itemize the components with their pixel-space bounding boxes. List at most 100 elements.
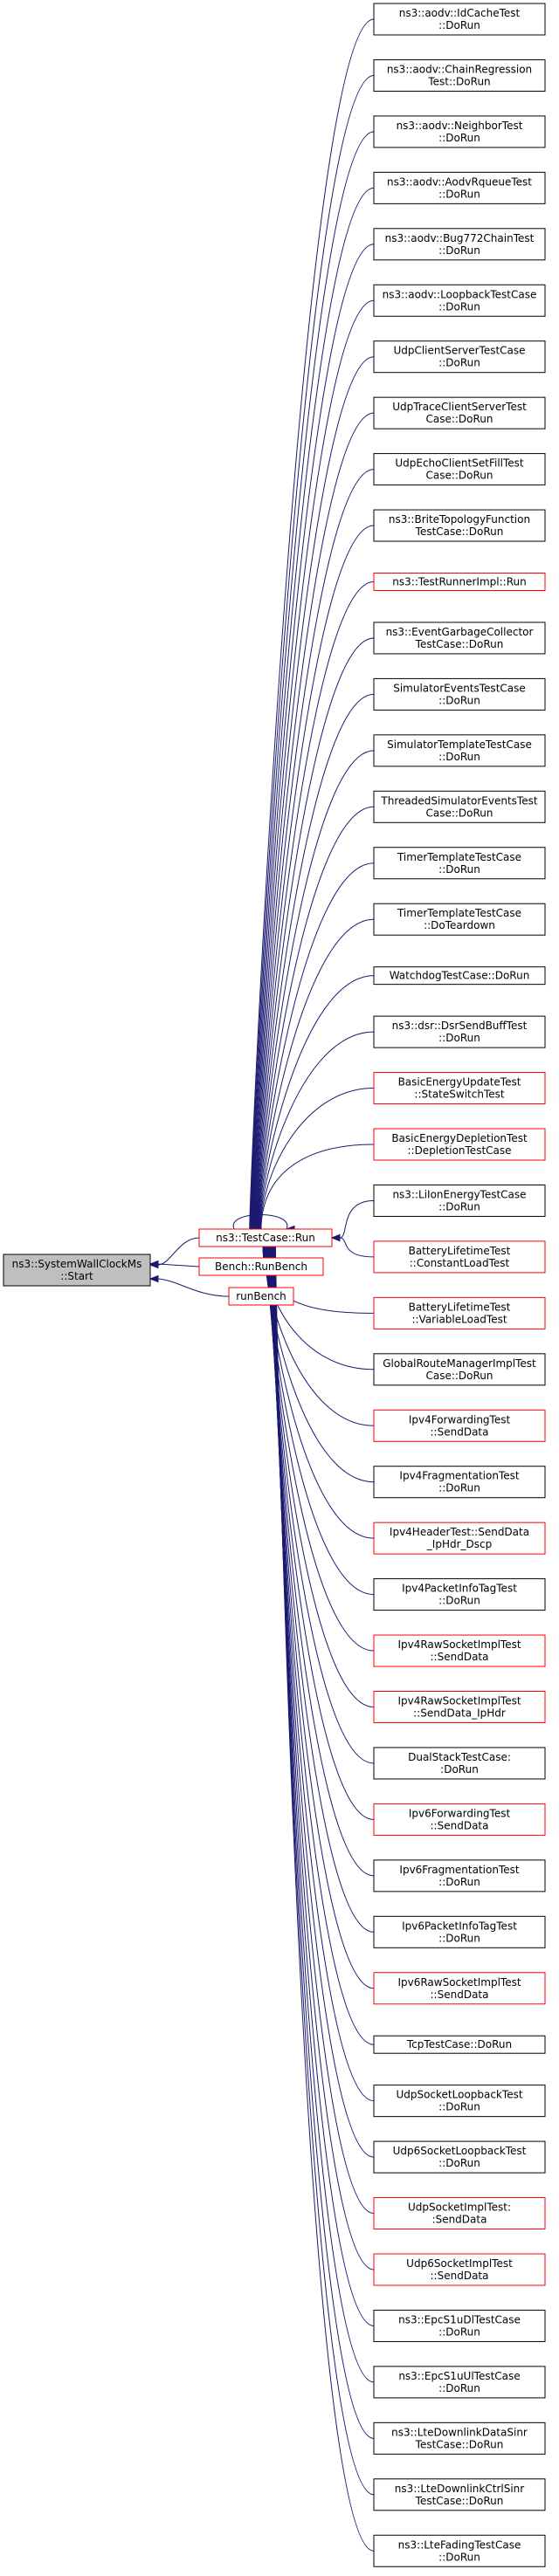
test-node-udp6socketimpltest-senddata-label-line-2: ::SendData bbox=[431, 2270, 489, 2282]
test-node-simulatoreventstestcase-dorun-label-line-1: SimulatorEventsTestCase bbox=[393, 682, 526, 694]
test-node-tcptestcase-dorun[interactable]: TcpTestCase::DoRun bbox=[373, 2035, 546, 2054]
test-node-basicenergydepletiontest-depletiontestcase-label-line-1: BasicEnergyDepletionTest bbox=[391, 1132, 528, 1144]
runbench-node[interactable]: runBench bbox=[228, 1287, 294, 1306]
test-node-udpsocketimpltest-senddata-label-line-2: :SendData bbox=[432, 2214, 487, 2226]
edge-test-node-timertemplatetestcase-dorun bbox=[258, 862, 375, 1230]
test-node-ns3-aodv-aodvrqueuetest-dorun[interactable]: ns3::aodv::AodvRqueueTest::DoRun bbox=[373, 171, 546, 204]
test-node-ns3-epcs1uultestcase-dorun-label-line-1: ns3::EpcS1uUlTestCase bbox=[398, 2370, 520, 2382]
test-node-ns3-liionenergytestcase-dorun[interactable]: ns3::LiIonEnergyTestCase::DoRun bbox=[373, 1184, 546, 1217]
test-node-udpechoclientsetfilltestcase-dorun-box bbox=[373, 453, 546, 486]
test-node-ipv6forwardingtest-senddata[interactable]: Ipv6ForwardingTest::SendData bbox=[373, 1803, 546, 1836]
test-node-udpsocketimpltest-senddata[interactable]: UdpSocketImplTest::SendData bbox=[373, 2197, 546, 2230]
test-node-ns3-epcs1uultestcase-dorun-box bbox=[373, 2366, 546, 2399]
test-node-globalroutemanagerimpltestcase-dorun-label-line-1: GlobalRouteManagerImplTest bbox=[383, 1357, 536, 1370]
root-node-systemwallclockms-start-label-line-2: ::Start bbox=[60, 1270, 93, 1282]
test-node-ns3-aodv-aodvrqueuetest-dorun-label-line-2: ::DoRun bbox=[438, 188, 480, 200]
test-node-watchdogtestcase-dorun-label-line-1: WatchdogTestCase::DoRun bbox=[390, 970, 530, 982]
testcase-run-node-label-line-1: ns3::TestCase::Run bbox=[216, 1232, 315, 1244]
test-node-basicenergyupdatetest-stateswitchtest[interactable]: BasicEnergyUpdateTest::StateSwitchTest bbox=[373, 1072, 546, 1105]
test-node-watchdogtestcase-dorun[interactable]: WatchdogTestCase::DoRun bbox=[373, 966, 546, 986]
test-node-ns3-dsr-dsrsendbufftest-dorun-box bbox=[373, 1015, 546, 1048]
test-node-ns3-aodv-aodvrqueuetest-dorun-label-line-1: ns3::aodv::AodvRqueueTest bbox=[387, 175, 532, 188]
test-node-ipv4fragmentationtest-dorun-box bbox=[373, 1466, 546, 1499]
test-node-ipv4forwardingtest-senddata[interactable]: Ipv4ForwardingTest::SendData bbox=[373, 1409, 546, 1442]
test-node-threadedsimulatoreventstestcase-dorun-box bbox=[373, 790, 546, 823]
test-node-ipv6rawsocketimpltest-senddata-label-line-1: Ipv6RawSocketImplTest bbox=[397, 1976, 521, 1989]
test-node-ns3-aodv-loopbacktestcase-dorun[interactable]: ns3::aodv::LoopbackTestCase::DoRun bbox=[373, 284, 546, 317]
test-node-ipv4headertest-senddata-iphdr-dscp[interactable]: Ipv4HeaderTest::SendData_IpHdr_Dscp bbox=[373, 1522, 546, 1555]
test-node-ns3-epcs1uultestcase-dorun-label-line-2: ::DoRun bbox=[438, 2382, 480, 2394]
test-node-ns3-ltefadingtestcase-dorun[interactable]: ns3::LteFadingTestCase::DoRun bbox=[373, 2534, 546, 2567]
test-node-batterylifetimetest-constantloadtest[interactable]: BatteryLifetimeTest::ConstantLoadTest bbox=[373, 1240, 546, 1274]
test-node-ns3-epcs1udltestcase-dorun-label-line-2: ::DoRun bbox=[438, 2325, 480, 2338]
edge-test-node-ns3-aodv-idcachetest-dorun bbox=[249, 18, 375, 1230]
test-node-ns3-britetopologyfunctiontestcase-dorun[interactable]: ns3::BriteTopologyFunctionTestCase::DoRu… bbox=[373, 509, 546, 542]
edge-test-node-basicenergyupdatetest-stateswitchtest bbox=[259, 1088, 375, 1230]
test-node-ipv6fragmentationtest-dorun[interactable]: Ipv6FragmentationTest::DoRun bbox=[373, 1859, 546, 1893]
test-node-ns3-ltedownlinkdatasinrtestcase-dorun-label-line-2: TestCase::DoRun bbox=[415, 2438, 504, 2450]
test-node-batterylifetimetest-variableloadtest[interactable]: BatteryLifetimeTest::VariableLoadTest bbox=[373, 1296, 546, 1329]
test-node-basicenergydepletiontest-depletiontestcase[interactable]: BasicEnergyDepletionTest::DepletionTestC… bbox=[373, 1128, 546, 1161]
test-node-ns3-eventgarbagecollectortestcase-dorun-box bbox=[373, 622, 546, 655]
test-node-udpclientservertestcase-dorun[interactable]: UdpClientServerTestCase::DoRun bbox=[373, 340, 546, 374]
test-node-ns3-ltedownlinkctrlsinrtestcase-dorun-label-line-2: TestCase::DoRun bbox=[415, 2495, 504, 2507]
test-node-ns3-epcs1uultestcase-dorun[interactable]: ns3::EpcS1uUlTestCase::DoRun bbox=[373, 2366, 546, 2399]
test-node-ns3-epcs1udltestcase-dorun-box bbox=[373, 2309, 546, 2342]
test-node-ns3-aodv-loopbacktestcase-dorun-label-line-1: ns3::aodv::LoopbackTestCase bbox=[383, 288, 537, 300]
test-node-timertemplatetestcase-doteardown[interactable]: TimerTemplateTestCase::DoTeardown bbox=[373, 903, 546, 936]
test-node-ipv4rawsocketimpltest-senddata-label-line-1: Ipv4RawSocketImplTest bbox=[397, 1638, 521, 1651]
test-node-dualstacktestcase-dorun[interactable]: DualStackTestCase::DoRun bbox=[373, 1747, 546, 1780]
edge-test-node-ns3-aodv-aodvrqueuetest-dorun bbox=[251, 187, 375, 1230]
test-node-ipv6forwardingtest-senddata-label-line-1: Ipv6ForwardingTest bbox=[409, 1807, 511, 1819]
test-node-udpsocketloopbacktest-dorun[interactable]: UdpSocketLoopbackTest::DoRun bbox=[373, 2085, 546, 2118]
test-node-timertemplatetestcase-dorun[interactable]: TimerTemplateTestCase::DoRun bbox=[373, 847, 546, 880]
testcase-run-node[interactable]: ns3::TestCase::Run bbox=[198, 1228, 333, 1247]
test-node-udp6socketimpltest-senddata[interactable]: Udp6SocketImplTest::SendData bbox=[373, 2253, 546, 2286]
test-node-simulatoreventstestcase-dorun[interactable]: SimulatorEventsTestCase::DoRun bbox=[373, 677, 546, 711]
test-node-ns3-aodv-bug772chaintest-dorun-label-line-2: ::DoRun bbox=[438, 244, 480, 257]
test-node-ipv4fragmentationtest-dorun[interactable]: Ipv4FragmentationTest::DoRun bbox=[373, 1466, 546, 1499]
edge-testcase-self-loop bbox=[232, 1214, 288, 1230]
edge-bench-to-root bbox=[157, 1263, 200, 1267]
test-node-ipv4headertest-senddata-iphdr-dscp-box bbox=[373, 1522, 546, 1555]
test-node-ns3-aodv-idcachetest-dorun[interactable]: ns3::aodv::IdCacheTest::DoRun bbox=[373, 3, 546, 36]
test-node-ns3-aodv-loopbacktestcase-dorun-label-line-2: ::DoRun bbox=[438, 300, 480, 313]
test-node-ns3-testrunnerimpl-run[interactable]: ns3::TestRunnerImpl::Run bbox=[373, 573, 546, 591]
edge-test-node-ns3-aodv-loopbacktestcase-dorun bbox=[252, 299, 375, 1230]
test-node-ipv6packetinfotagtest-dorun-label-line-2: ::DoRun bbox=[438, 1932, 480, 1944]
test-node-ns3-aodv-neighbortest-dorun-label-line-1: ns3::aodv::NeighborTest bbox=[397, 120, 523, 132]
test-node-ipv4rawsocketimpltest-senddata-iphdr[interactable]: Ipv4RawSocketImplTest::SendData_IpHdr bbox=[373, 1691, 546, 1723]
test-node-ns3-dsr-dsrsendbufftest-dorun[interactable]: ns3::dsr::DsrSendBuffTest::DoRun bbox=[373, 1015, 546, 1048]
test-node-ipv4rawsocketimpltest-senddata[interactable]: Ipv4RawSocketImplTest::SendData bbox=[373, 1634, 546, 1667]
bench-runbench-node-label-line-1: Bench::RunBench bbox=[215, 1261, 307, 1273]
test-node-ipv6rawsocketimpltest-senddata[interactable]: Ipv6RawSocketImplTest::SendData bbox=[373, 1972, 546, 2005]
test-node-globalroutemanagerimpltestcase-dorun-box bbox=[373, 1353, 546, 1386]
root-node-systemwallclockms-start[interactable]: ns3::SystemWallClockMs::Start bbox=[3, 1254, 151, 1287]
test-node-ns3-eventgarbagecollectortestcase-dorun[interactable]: ns3::EventGarbageCollectorTestCase::DoRu… bbox=[373, 622, 546, 655]
test-node-ipv4fragmentationtest-dorun-label-line-1: Ipv4FragmentationTest bbox=[399, 1470, 519, 1482]
test-node-udp6socketloopbacktest-dorun[interactable]: Udp6SocketLoopbackTest::DoRun bbox=[373, 2140, 546, 2174]
test-node-ns3-epcs1udltestcase-dorun[interactable]: ns3::EpcS1uDlTestCase::DoRun bbox=[373, 2309, 546, 2342]
test-node-udpclientservertestcase-dorun-label-line-1: UdpClientServerTestCase bbox=[393, 345, 525, 357]
test-node-udp6socketloopbacktest-dorun-label-line-2: ::DoRun bbox=[438, 2157, 480, 2169]
test-node-simulatortemplatetestcase-dorun[interactable]: SimulatorTemplateTestCase::DoRun bbox=[373, 734, 546, 767]
test-node-udpclientservertestcase-dorun-label-line-2: ::DoRun bbox=[438, 357, 480, 369]
test-node-ipv6rawsocketimpltest-senddata-box bbox=[373, 1972, 546, 2005]
bench-runbench-node[interactable]: Bench::RunBench bbox=[198, 1257, 324, 1276]
test-node-ipv4packetinfotagtest-dorun[interactable]: Ipv4PacketInfoTagTest::DoRun bbox=[373, 1578, 546, 1611]
graph-nodes: ns3::aodv::IdCacheTest::DoRunns3::aodv::… bbox=[3, 3, 546, 2567]
test-node-ns3-aodv-bug772chaintest-dorun[interactable]: ns3::aodv::Bug772ChainTest::DoRun bbox=[373, 228, 546, 261]
test-node-ipv4packetinfotagtest-dorun-label-line-2: ::DoRun bbox=[438, 1595, 480, 1607]
test-node-ns3-aodv-chainregressiontest-dorun-label-line-1: ns3::aodv::ChainRegression bbox=[387, 63, 532, 75]
test-node-ipv6packetinfotagtest-dorun[interactable]: Ipv6PacketInfoTagTest::DoRun bbox=[373, 1915, 546, 1948]
test-node-ipv6fragmentationtest-dorun-label-line-2: ::DoRun bbox=[438, 1876, 480, 1888]
test-node-udpechoclientsetfilltestcase-dorun-label-line-2: Case::DoRun bbox=[425, 470, 493, 482]
test-node-ns3-aodv-neighbortest-dorun[interactable]: ns3::aodv::NeighborTest::DoRun bbox=[373, 115, 546, 148]
